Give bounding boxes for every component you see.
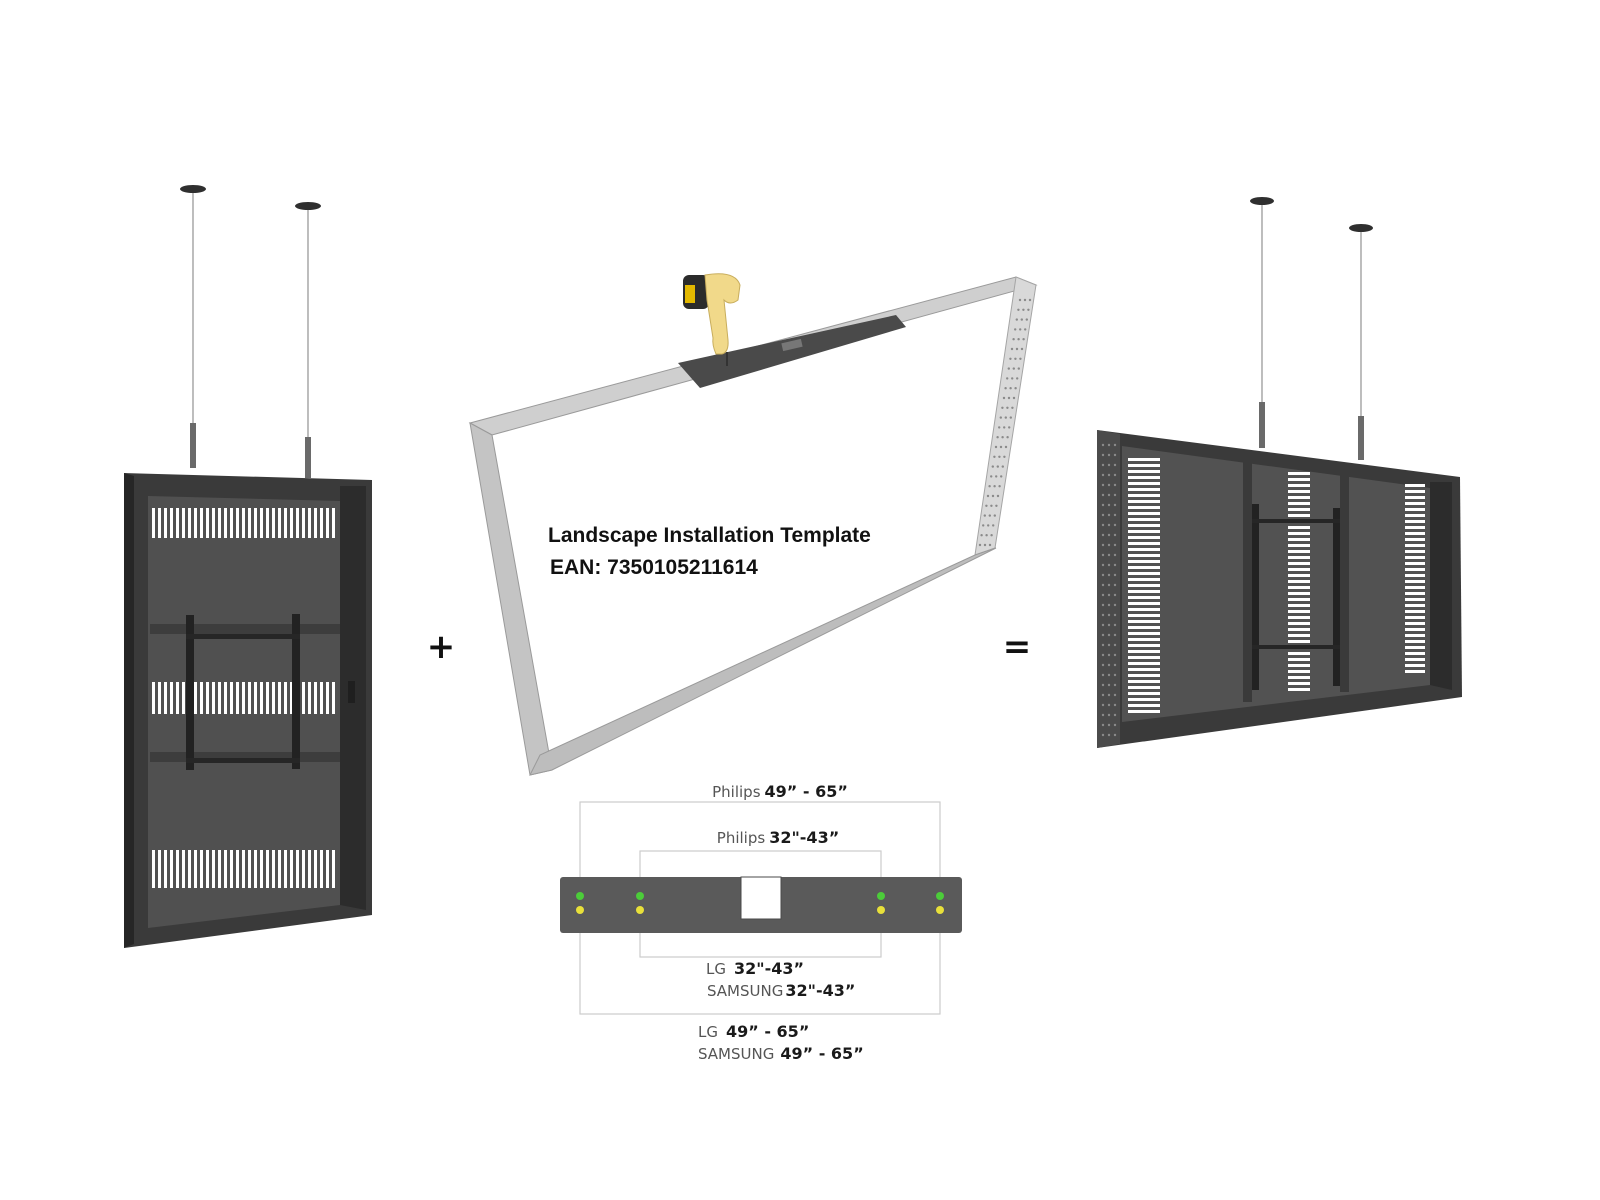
vent-column-right — [1405, 484, 1425, 673]
vent-column-center — [1288, 472, 1310, 691]
equals-sign: = — [1003, 627, 1032, 667]
template-title: Landscape Installation Template — [548, 524, 871, 547]
hole-green-small-right — [877, 892, 885, 900]
plus-sign: + — [427, 627, 456, 667]
ceiling-plate-left — [1250, 197, 1274, 205]
installation-template: Landscape Installation Template EAN: 735… — [468, 273, 1038, 776]
frame-left-bar — [469, 422, 553, 776]
landscape-enclosure — [1097, 197, 1462, 748]
enclosure-side-perforated — [1097, 430, 1120, 748]
vent-row-middle — [152, 682, 335, 714]
template-bracket-top — [678, 315, 906, 388]
hole-green-large-left — [576, 892, 584, 900]
hole-yellow-small-left — [636, 906, 644, 914]
side-lock — [348, 681, 355, 703]
vesa-bracket — [1252, 504, 1340, 690]
vent-row-top — [152, 508, 335, 538]
enclosure-back-panel — [1122, 446, 1430, 722]
ceiling-plate-left — [180, 185, 206, 193]
hole-yellow-large-left — [576, 906, 584, 914]
vent-column-left — [1128, 458, 1160, 713]
hole-green-large-right — [936, 892, 944, 900]
hook-left — [190, 423, 196, 468]
drill-icon — [683, 273, 741, 366]
frame-perforation — [978, 298, 1032, 547]
bracket-center-cutout — [740, 876, 782, 920]
portrait-enclosure — [124, 185, 372, 948]
hole-yellow-large-right — [936, 906, 944, 914]
frame-bottom-bar — [529, 547, 997, 776]
template-ean: EAN: 7350105211614 — [550, 556, 758, 579]
vesa-bracket — [186, 614, 300, 770]
hole-green-small-left — [636, 892, 644, 900]
vent-row-bottom — [152, 850, 335, 888]
hook-right — [305, 437, 311, 478]
hole-yellow-small-right — [877, 906, 885, 914]
ceiling-plate-right — [295, 202, 321, 210]
ceiling-plate-right — [1349, 224, 1373, 232]
